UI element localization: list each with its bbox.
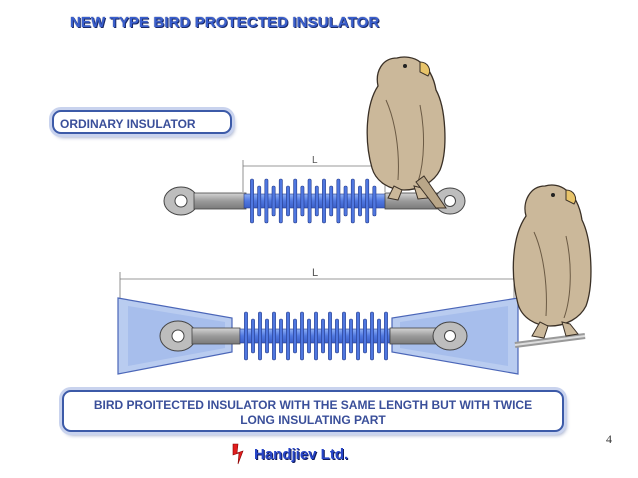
insulator-shed	[356, 311, 360, 361]
insulator-shed	[251, 318, 255, 354]
company-name: Handjiev Ltd.	[254, 445, 349, 463]
insulator-shed	[257, 185, 262, 217]
insulator-shed	[358, 185, 362, 217]
ordinary-insulator	[163, 160, 466, 224]
page-number: 4	[606, 432, 612, 446]
insulator-shed	[363, 318, 367, 354]
insulator-shed	[307, 318, 311, 354]
insulator-shed	[314, 185, 319, 217]
insulator-shed	[335, 318, 339, 354]
insulator-shed	[258, 311, 262, 361]
company-logo: Handjiev Ltd.	[230, 443, 348, 465]
insulator-shed	[264, 178, 269, 224]
insulator-shed	[384, 311, 388, 361]
insulator-shed	[271, 185, 276, 217]
insulator-shed	[286, 311, 290, 361]
insulator-shed	[336, 178, 341, 224]
insulator-shed	[322, 178, 326, 224]
insulator-shed	[372, 185, 377, 217]
lightning-bolt-icon	[232, 443, 244, 465]
ordinary-insulator-label-box: ORDINARY INSULATOR	[52, 110, 232, 134]
insulator-shed	[244, 311, 248, 361]
insulator-shed	[272, 311, 276, 361]
insulator-shed	[300, 185, 305, 217]
dimension-label-top: L	[312, 155, 318, 166]
bird-bottom-icon	[512, 184, 592, 339]
bird-protected-label-line2: LONG INSULATING PART	[240, 413, 386, 427]
insulator-shed	[370, 311, 374, 361]
bird-protected-label-line1: BIRD PROITECTED INSULATOR WITH THE SAME …	[93, 398, 533, 412]
insulator-shed	[300, 311, 304, 361]
insulator-shed	[328, 311, 332, 361]
ordinary-insulator-label: ORDINARY INSULATOR	[60, 117, 196, 131]
page-title: NEW TYPE BIRD PROTECTED INSULATOR	[70, 14, 380, 31]
bird-protected-insulator	[117, 272, 586, 375]
insulator-shed	[265, 318, 269, 354]
insulator-shed	[377, 318, 381, 354]
insulator-shed	[307, 178, 312, 224]
insulator-shed	[349, 318, 353, 354]
insulator-shed	[293, 178, 298, 224]
insulator-shed	[321, 318, 325, 354]
insulator-shed	[293, 318, 297, 354]
insulator-shed	[365, 178, 370, 224]
bird-top-icon	[366, 56, 447, 209]
insulator-shed	[314, 311, 318, 361]
insulator-shed	[329, 185, 334, 217]
insulator-shed	[279, 318, 283, 354]
bird-protected-label-box: BIRD PROITECTED INSULATOR WITH THE SAME …	[62, 390, 564, 432]
insulator-shed	[250, 178, 254, 224]
insulator-shed	[286, 185, 290, 217]
insulator-shed	[343, 185, 348, 217]
dimension-label-bottom: L	[312, 267, 318, 279]
insulator-shed	[342, 311, 346, 361]
insulator-shed	[350, 178, 355, 224]
insulator-shed	[278, 178, 283, 224]
